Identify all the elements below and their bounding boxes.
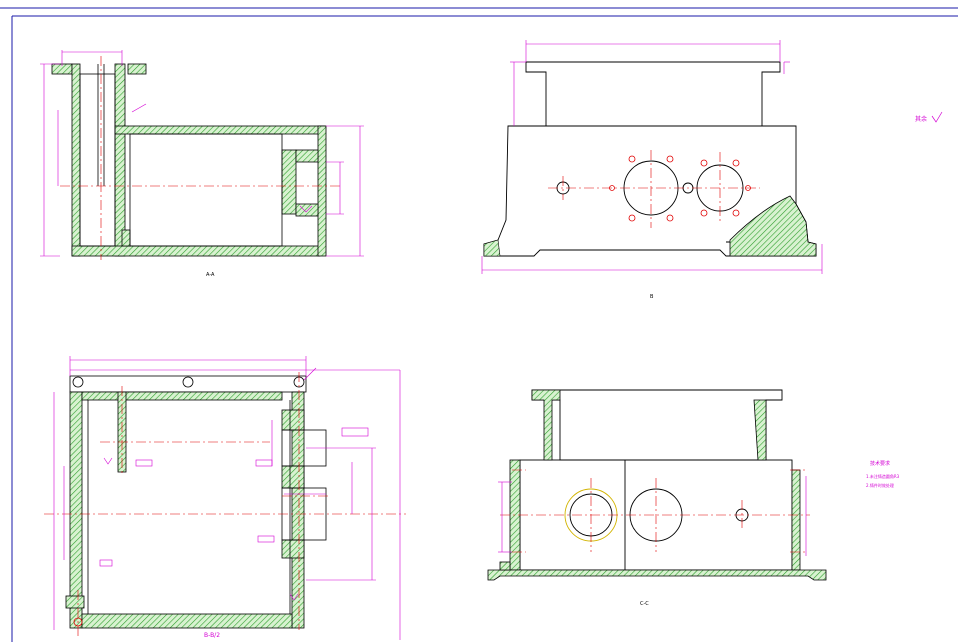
view-bottom-right-section: C-C	[487, 389, 827, 607]
view-top-left-section: A-A	[40, 50, 364, 278]
view-bottom-left-section: B-B/2	[44, 356, 406, 640]
technical-notes: 技术要求 1.未注铸造圆角R3 2.铸件时效处理	[866, 460, 900, 488]
view-label-bottom-right: C-C	[640, 601, 649, 607]
view-label-top-right: B	[650, 294, 654, 300]
section-label-bottom-left: B-B/2	[204, 632, 220, 639]
note-item-1: 1.未注铸造圆角R3	[866, 473, 900, 479]
note-item-2: 2.铸件时效处理	[866, 482, 894, 488]
sheet-border	[0, 7, 958, 642]
view-top-right-elevation: B	[481, 40, 823, 300]
roughness-symbol: 其余	[915, 111, 943, 123]
notes-title: 技术要求	[870, 460, 890, 467]
roughness-note: 其余	[915, 115, 927, 123]
view-label-top-left: A-A	[206, 272, 215, 278]
